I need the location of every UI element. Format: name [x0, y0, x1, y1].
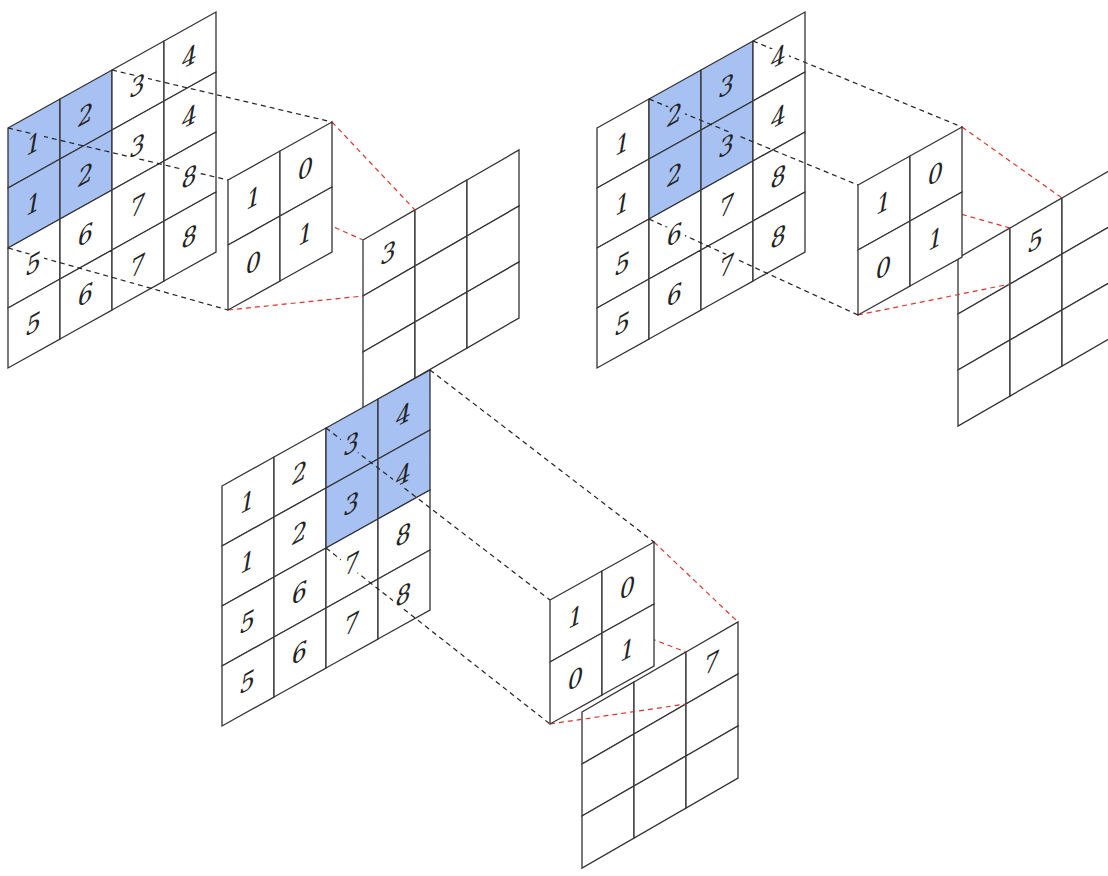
input-grid-cell [60, 250, 112, 339]
projection-line [430, 370, 654, 542]
output-grid-cell [634, 756, 686, 838]
input-grid-cell [597, 279, 649, 368]
kernel-cell [550, 633, 602, 724]
input-grid-cell [326, 579, 378, 668]
input-grid-cell [164, 192, 216, 281]
kernel-cell [602, 604, 654, 695]
kernel-cell [858, 221, 910, 315]
output-grid-cell [958, 340, 1010, 426]
output-grid-cell [686, 726, 738, 808]
projection-line [326, 428, 550, 600]
input-grid-cell [649, 250, 701, 339]
kernel-cell [228, 216, 280, 310]
input-grid-cell [8, 279, 60, 368]
input-grid-cell [274, 608, 326, 697]
projection-line [962, 127, 1062, 198]
output-grid-cell [1010, 310, 1062, 396]
input-grid-cell [112, 221, 164, 310]
kernel-cell [280, 187, 332, 281]
kernel-cell [910, 192, 962, 286]
output-grid-cell [415, 292, 467, 378]
output-grid-cell [467, 262, 519, 348]
input-grid-cell [222, 637, 274, 726]
input-grid-cell [753, 192, 805, 281]
output-grid-cell [1062, 280, 1108, 366]
output-grid-cell [582, 786, 634, 868]
projection-line [654, 542, 738, 622]
projection-line [326, 548, 550, 724]
projection-line [332, 122, 415, 210]
input-grid-cell [701, 221, 753, 310]
